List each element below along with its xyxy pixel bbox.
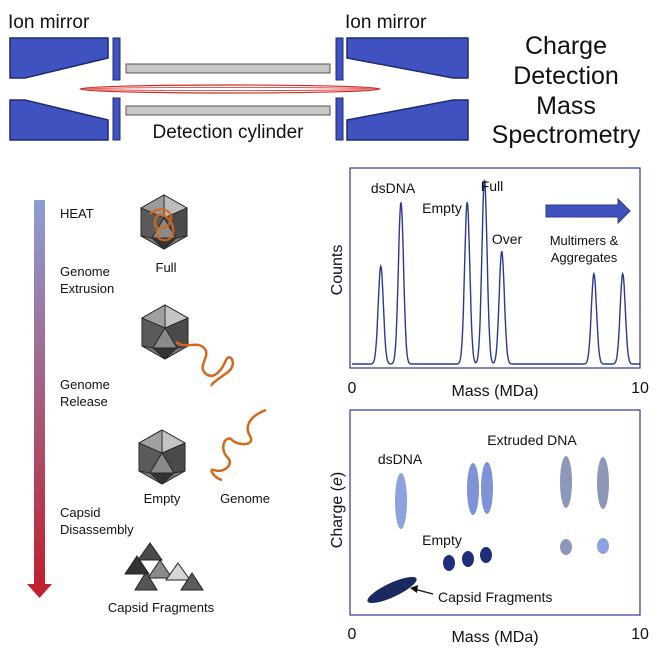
step-release-label-1: Genome xyxy=(60,377,110,392)
title-line-2: Detection xyxy=(513,62,619,90)
spectrum-xtick-0: 0 xyxy=(348,380,357,397)
label-capsid-fragments: Capsid Fragments xyxy=(438,589,552,605)
empty-capsid-icon xyxy=(138,429,186,485)
state-genome-label: Genome xyxy=(220,491,270,506)
spectrum-frame xyxy=(349,167,641,369)
charge-mass-chart: dsDNA Extruded DNA Empty Capsid Fragment… xyxy=(329,409,649,646)
label-dsdna: dsDNA xyxy=(378,451,423,467)
peak-label-empty: Empty xyxy=(422,200,462,216)
figure-title: Charge Detection Mass Spectrometry xyxy=(492,32,641,149)
title-line-4: Spectrometry xyxy=(492,121,641,149)
point-dsdna xyxy=(395,473,407,529)
point-over-1 xyxy=(560,539,572,555)
full-capsid-icon xyxy=(140,194,188,250)
label-extruded-dna: Extruded DNA xyxy=(487,432,577,448)
instrument-schematic: Ion mirror Ion mirror Detection cylinder xyxy=(8,12,469,143)
heat-arrow-shaft xyxy=(34,200,45,586)
multimers-label-1: Multimers & xyxy=(550,233,619,248)
charge-xtick-0: 0 xyxy=(348,626,357,643)
ion-mirror-right-bottom xyxy=(346,99,469,141)
multimers-arrow xyxy=(545,197,631,225)
ion-mirror-right-label: Ion mirror xyxy=(345,12,427,33)
charge-ylabel: Charge (e) xyxy=(329,472,346,548)
spectrum-series-line xyxy=(352,179,640,365)
point-empty-3 xyxy=(480,547,492,563)
title-line-1: Charge xyxy=(525,32,607,60)
point-extruded-2 xyxy=(481,462,493,514)
spectrum-xtick-10: 10 xyxy=(631,380,649,397)
peak-label-full: Full xyxy=(481,178,504,194)
charge-xtick-10: 10 xyxy=(631,626,649,643)
ion-mirror-right-plate-top xyxy=(335,37,344,81)
spectrum-ylabel: Counts xyxy=(329,245,346,296)
spectrum-chart: dsDNA Empty Full Over Multimers & Aggreg… xyxy=(329,167,649,400)
ion-trajectory-inner xyxy=(79,87,381,91)
fragments-pointer-head xyxy=(410,585,418,593)
step-heat-label: HEAT xyxy=(60,206,94,221)
point-extruded-4 xyxy=(597,457,609,509)
detection-cylinder-top xyxy=(125,63,331,74)
step-extrusion-label-1: Genome xyxy=(60,264,110,279)
peak-label-over: Over xyxy=(492,231,523,247)
state-fragments-label: Capsid Fragments xyxy=(108,600,215,615)
heat-arrow-head xyxy=(27,584,52,598)
step-release-label-2: Release xyxy=(60,394,108,409)
charge-frame xyxy=(349,409,641,616)
point-empty-1 xyxy=(443,555,455,571)
ion-mirror-left-bottom xyxy=(9,99,109,141)
point-empty-2 xyxy=(462,551,474,567)
point-over-2 xyxy=(597,538,609,554)
detection-cylinder-bottom xyxy=(125,105,331,116)
state-full-label: Full xyxy=(156,260,177,275)
spectrum-xlabel: Mass (MDa) xyxy=(451,383,538,400)
ion-mirror-right-top xyxy=(346,37,469,79)
ion-mirror-right-plate-bottom xyxy=(335,97,344,141)
process-panel: HEAT Genome Extrusion Genome Release Cap… xyxy=(27,194,270,615)
ion-mirror-left-plate-bottom xyxy=(112,97,121,141)
charge-xlabel: Mass (MDa) xyxy=(451,629,538,646)
detection-cylinder-label: Detection cylinder xyxy=(152,122,304,143)
title-line-3: Mass xyxy=(536,92,596,120)
capsid-fragments-icon xyxy=(124,542,204,591)
label-empty: Empty xyxy=(422,532,462,548)
ion-trajectory xyxy=(79,84,381,94)
extruding-capsid-icon xyxy=(141,304,235,387)
step-disassembly-label-1: Capsid xyxy=(60,505,100,520)
ion-mirror-left-top xyxy=(9,37,109,79)
step-extrusion-label-2: Extrusion xyxy=(60,281,114,296)
step-disassembly-label-2: Disassembly xyxy=(60,522,134,537)
state-empty-label: Empty xyxy=(144,491,181,506)
point-fragments xyxy=(367,576,417,604)
dna-strand-extruding xyxy=(175,340,235,387)
ion-mirror-left-label: Ion mirror xyxy=(8,12,90,33)
genome-strand-icon xyxy=(210,408,267,482)
peak-label-dsdna: dsDNA xyxy=(371,180,416,196)
multimers-label-2: Aggregates xyxy=(551,250,618,265)
point-extruded-1 xyxy=(467,463,479,515)
point-extruded-3 xyxy=(560,456,572,508)
ion-mirror-left-plate-top xyxy=(112,37,121,81)
